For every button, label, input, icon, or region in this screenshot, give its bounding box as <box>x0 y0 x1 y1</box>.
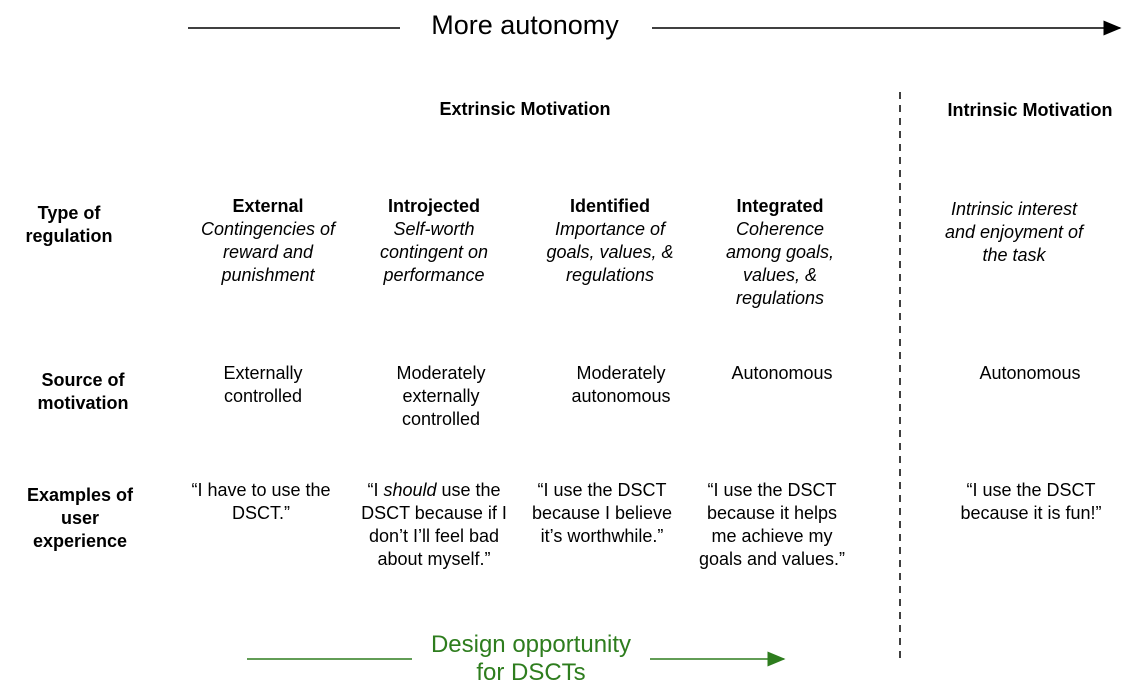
column-intrinsic: Intrinsic interest and enjoyment of the … <box>936 198 1092 267</box>
example-emphasis: should <box>383 480 437 500</box>
column-title: Identified <box>570 196 650 216</box>
column-title: External <box>232 196 304 216</box>
extrinsic-motivation-header: Extrinsic Motivation <box>439 99 611 119</box>
example-identified: “I use the DSCT because I believe it’s w… <box>531 480 673 546</box>
example-prefix: “I <box>367 480 384 500</box>
design-opportunity-label: Design opportunity for DSCTs <box>430 631 632 686</box>
source-external: Externally controlled <box>223 363 303 406</box>
column-title: Integrated <box>736 196 824 216</box>
example-external: “I have to use the DSCT.” <box>191 480 331 523</box>
column-external: External Contingencies of reward and pun… <box>198 195 338 287</box>
example-intrinsic: “I use the DSCT because it is fun!” <box>960 480 1102 523</box>
row-label-type-of-regulation: Type of regulation <box>25 203 113 246</box>
row-label-examples: Examples of user experience <box>26 485 134 551</box>
column-identified: Identified Importance of goals, values, … <box>540 195 680 287</box>
column-description: Coherence among goals, values, & regulat… <box>725 219 835 308</box>
source-integrated: Autonomous <box>731 363 833 383</box>
source-introjected: Moderately externally controlled <box>396 363 486 429</box>
column-description: Intrinsic interest and enjoyment of the … <box>944 199 1084 265</box>
row-label-source-of-motivation: Source of motivation <box>37 370 129 413</box>
source-intrinsic: Autonomous <box>979 363 1081 383</box>
column-description: Contingencies of reward and punishment <box>200 219 336 285</box>
example-suffix: use the DSCT because if I don’t I’ll fee… <box>361 480 507 569</box>
example-introjected: “I should use the DSCT because if I don’… <box>352 479 516 571</box>
source-identified: Moderately autonomous <box>571 363 671 406</box>
column-description: Importance of goals, values, & regulatio… <box>546 219 674 285</box>
axis-title: More autonomy <box>431 10 619 40</box>
column-title: Introjected <box>387 196 480 216</box>
intrinsic-motivation-header: Intrinsic Motivation <box>947 100 1113 120</box>
example-integrated: “I use the DSCT because it helps me achi… <box>698 480 846 569</box>
column-description: Self-worth contingent on performance <box>379 219 489 285</box>
column-integrated: Integrated Coherence among goals, values… <box>714 195 846 310</box>
column-introjected: Introjected Self-worth contingent on per… <box>368 195 500 287</box>
